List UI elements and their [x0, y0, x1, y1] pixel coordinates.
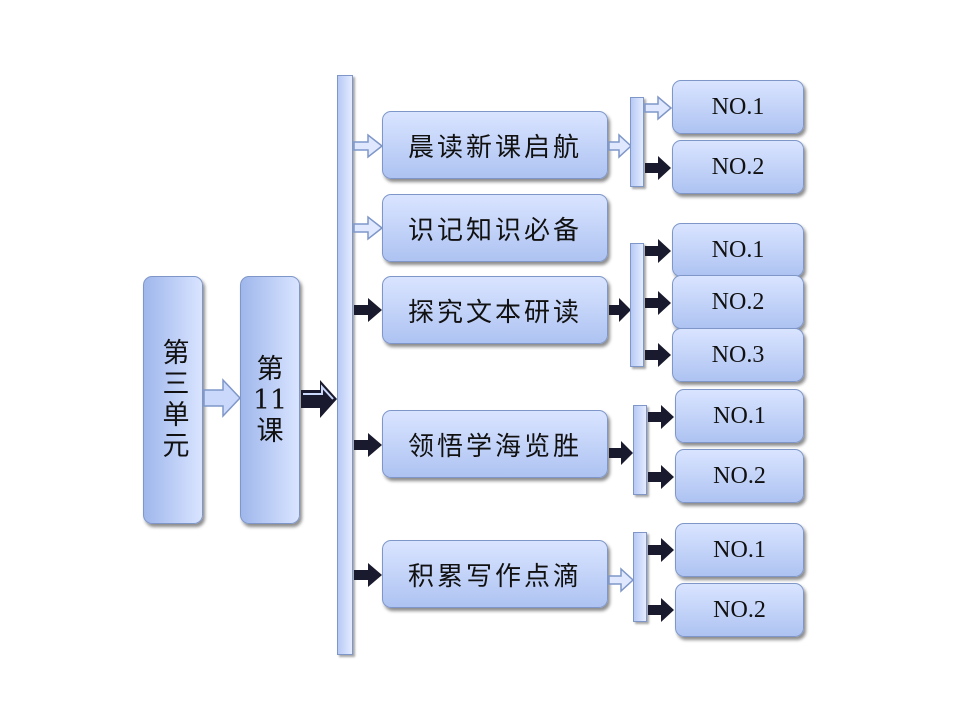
arrow-section-1-item-2-icon	[645, 156, 671, 180]
lesson-label-line1: 第	[256, 353, 284, 385]
section-4-label: 领悟学海览胜	[407, 431, 582, 462]
arrow-to-section-3-icon	[354, 298, 382, 322]
main-vertical-bar	[337, 75, 353, 655]
section-1-box: 晨读新课启航	[382, 111, 608, 179]
arrow-section-5-item-2-icon	[648, 598, 674, 622]
arrow-section-3-item-3-icon	[645, 343, 671, 367]
section-1-item-2-label: NO.2	[711, 153, 765, 180]
arrow-to-section-4-icon	[354, 433, 382, 457]
section-1-item-1-box: NO.1	[672, 80, 804, 134]
section-5-item-2-box: NO.2	[675, 583, 804, 637]
section-5-item-2-label: NO.2	[713, 596, 766, 623]
section-3-item-3-box: NO.3	[672, 328, 804, 382]
section-5-item-1-label: NO.1	[713, 536, 766, 563]
arrow-to-section-2-icon	[353, 215, 383, 241]
arrow-lesson-to-bar-icon	[301, 380, 337, 418]
arrow-section-4-item-2-icon	[648, 465, 674, 489]
section-5-box: 积累写作点滴	[382, 540, 608, 608]
section-5-label: 积累写作点滴	[407, 561, 582, 592]
arrow-section-5-to-bracket-icon	[608, 567, 634, 593]
section-3-item-2-label: NO.2	[711, 288, 765, 315]
arrow-to-section-1-icon	[353, 133, 383, 159]
section-1-label: 晨读新课启航	[407, 132, 582, 163]
section-4-item-1-label: NO.1	[713, 402, 766, 429]
section-3-box: 探究文本研读	[382, 276, 608, 344]
section-4-box: 领悟学海览胜	[382, 410, 608, 478]
section-3-item-3-label: NO.3	[711, 341, 765, 368]
arrow-section-4-item-1-icon	[648, 405, 674, 429]
lesson-label-line2: 11	[252, 384, 288, 416]
section-3-item-2-box: NO.2	[672, 275, 804, 329]
arrow-section-1-item-1-icon	[644, 95, 672, 121]
section-1-bracket	[630, 97, 644, 187]
arrow-section-3-item-1-icon	[645, 239, 671, 263]
arrow-section-5-item-1-icon	[648, 538, 674, 562]
arrow-section-3-to-bracket-icon	[609, 298, 631, 322]
arrow-to-section-5-icon	[354, 563, 382, 587]
arrow-section-1-to-bracket-icon	[608, 133, 632, 159]
arrow-section-4-to-bracket-icon	[609, 441, 633, 465]
section-4-item-2-box: NO.2	[675, 449, 804, 503]
section-4-bracket	[633, 405, 647, 495]
arrow-unit-to-lesson-icon	[203, 378, 241, 418]
lesson-label-line3: 课	[256, 415, 284, 447]
unit-label: 第三单元	[157, 338, 189, 462]
section-4-item-1-box: NO.1	[675, 389, 804, 443]
section-3-label: 探究文本研读	[407, 297, 582, 328]
section-3-bracket	[630, 243, 644, 367]
section-4-item-2-label: NO.2	[713, 462, 766, 489]
lesson-box: 第 11 课	[240, 276, 300, 524]
section-2-box: 识记知识必备	[382, 194, 608, 262]
unit-box: 第三单元	[143, 276, 203, 524]
arrow-section-3-item-2-icon	[645, 291, 671, 315]
section-3-item-1-box: NO.1	[672, 223, 804, 277]
section-5-bracket	[633, 532, 647, 622]
section-1-item-2-box: NO.2	[672, 140, 804, 194]
lesson-label: 第 11 课	[253, 354, 287, 447]
section-1-item-1-label: NO.1	[711, 93, 765, 120]
section-2-label: 识记知识必备	[407, 215, 582, 246]
section-5-item-1-box: NO.1	[675, 523, 804, 577]
section-3-item-1-label: NO.1	[711, 236, 765, 263]
